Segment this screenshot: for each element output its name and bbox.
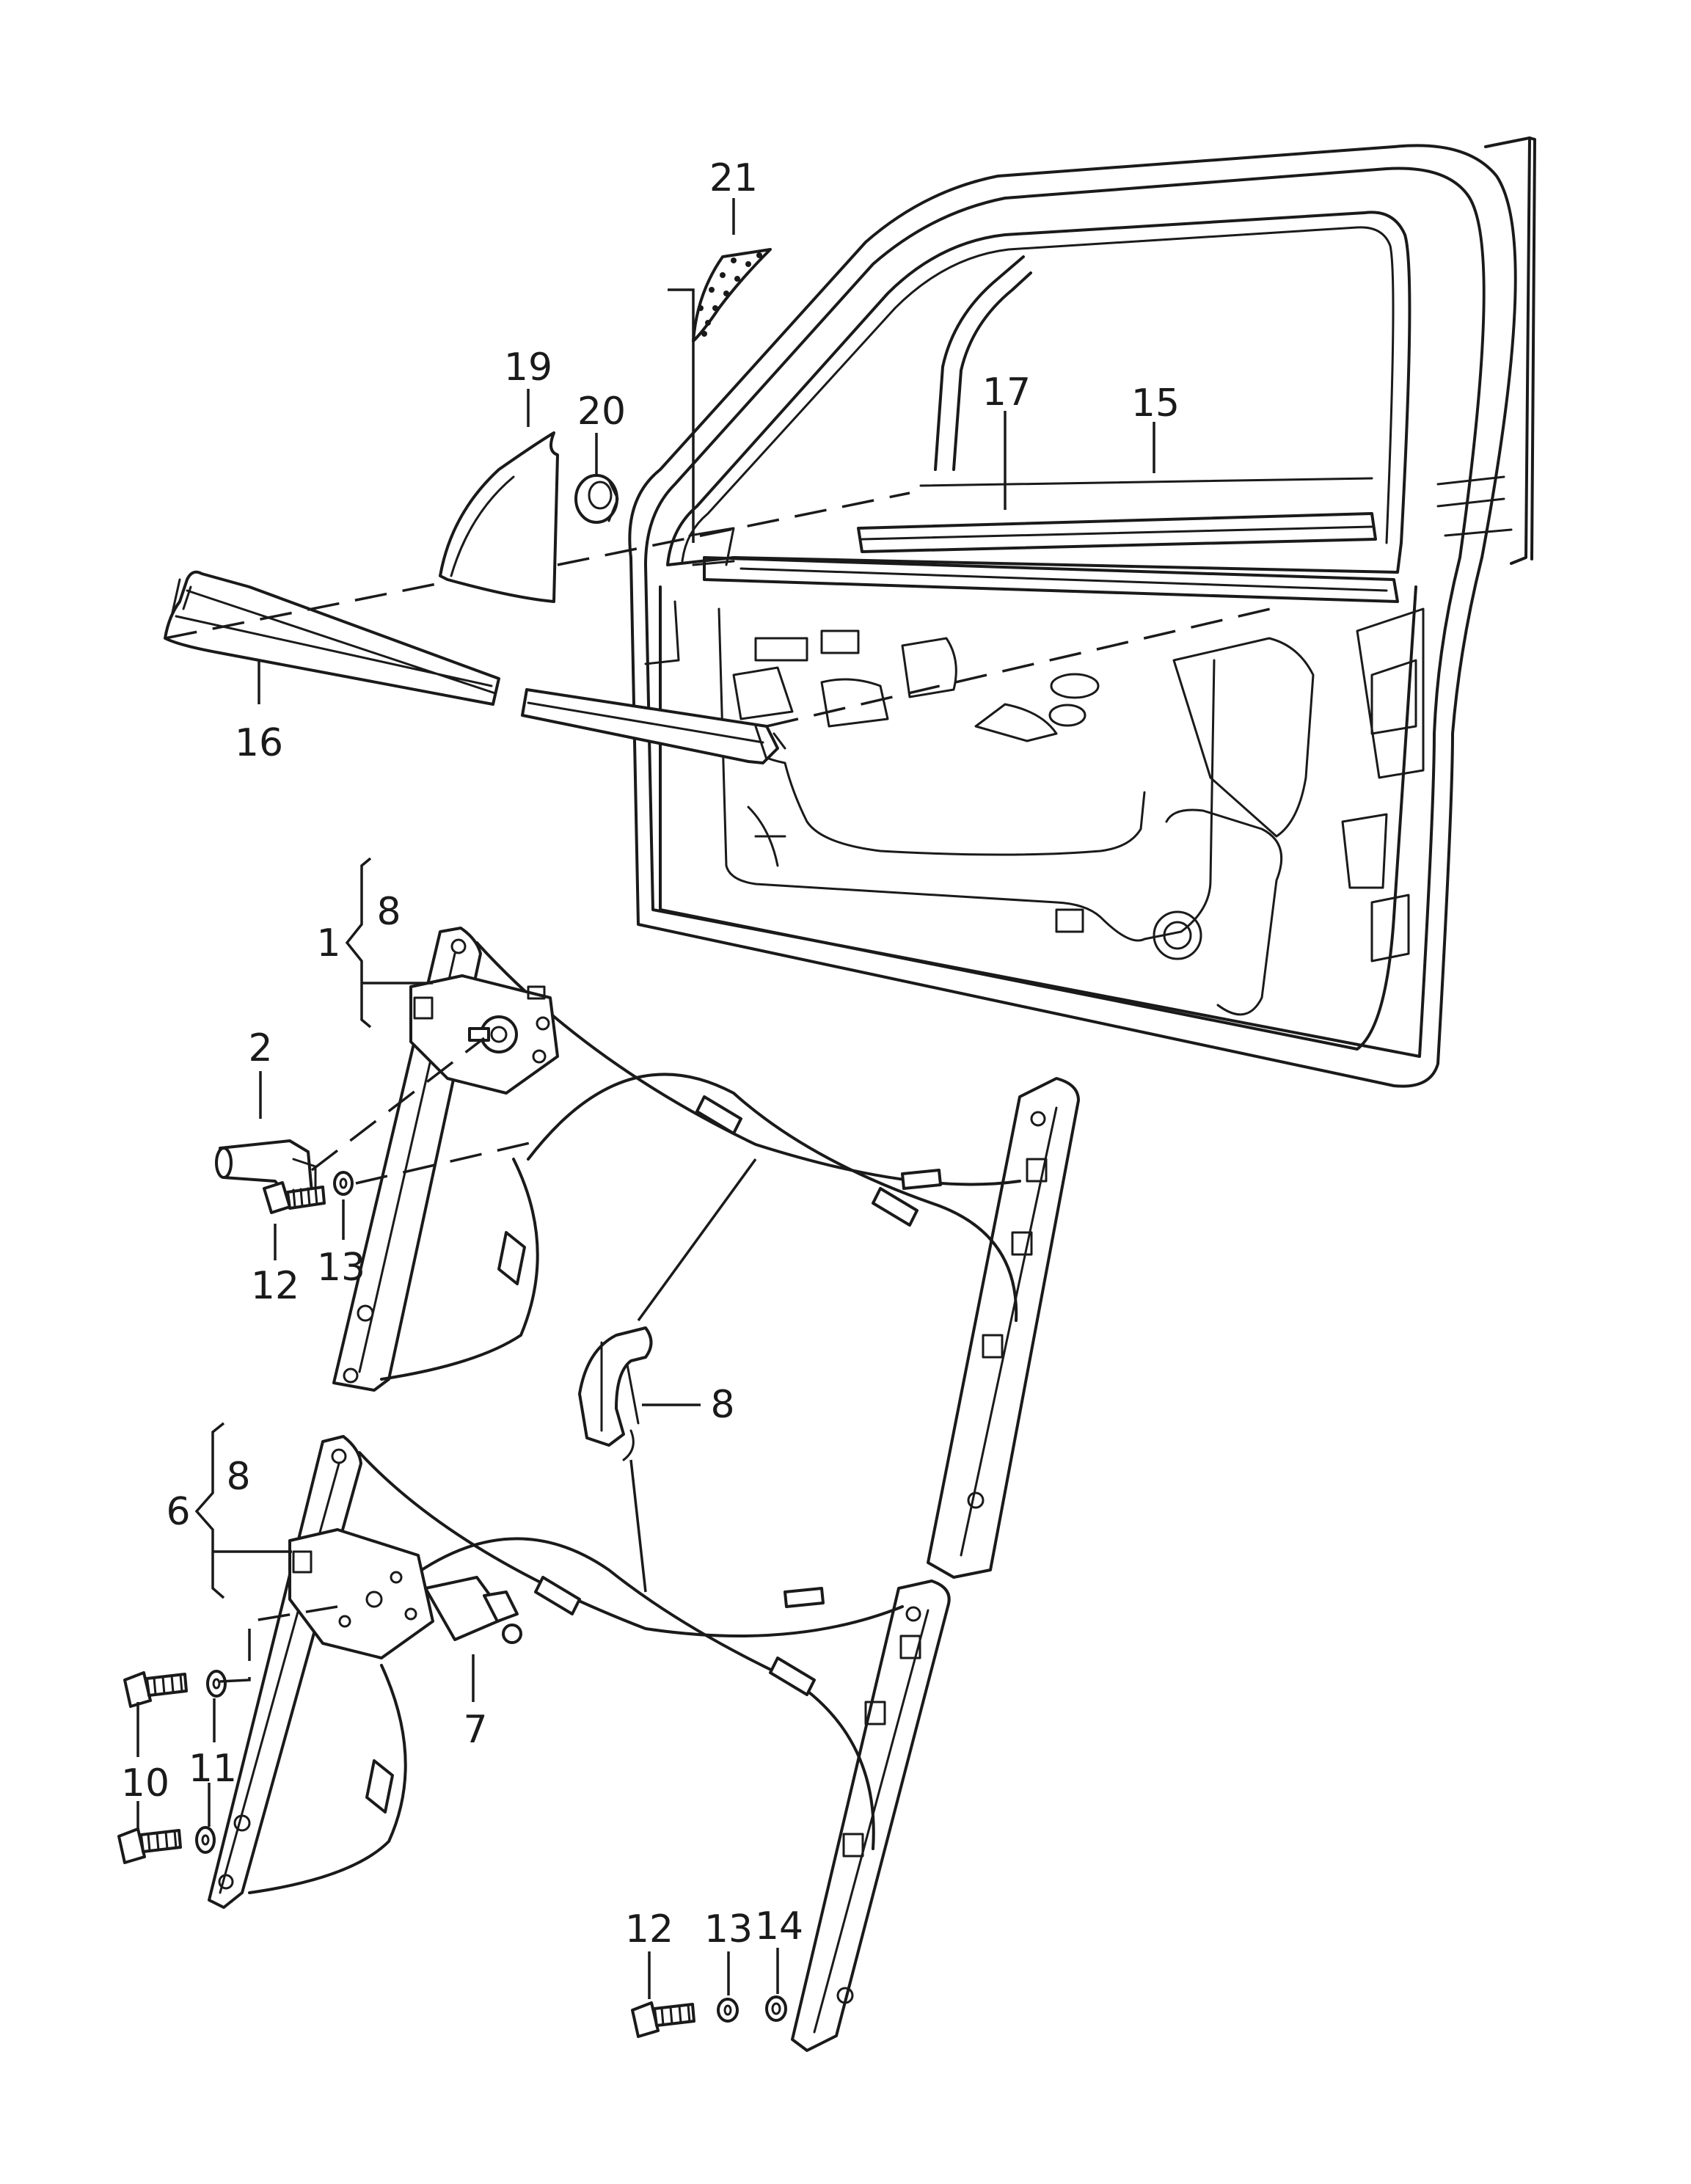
callout-2: 2 — [248, 1026, 272, 1070]
cable-clip-8 — [578, 1326, 653, 1461]
callout-13-bottom: 13 — [704, 1907, 753, 1951]
callout-7: 7 — [463, 1708, 487, 1752]
window-regulator-1 — [332, 927, 1080, 1579]
callout-20: 20 — [577, 390, 626, 434]
fasteners — [117, 1139, 787, 2038]
window-seals — [857, 477, 1377, 553]
foam-pad-21 — [692, 248, 772, 343]
grommet-20 — [574, 474, 619, 524]
callout-21: 21 — [709, 156, 758, 200]
callout-8-bottom: 8 — [226, 1455, 250, 1499]
callout-labels: 21 19 20 17 15 16 1 8 2 12 13 8 6 8 7 10… — [121, 156, 1180, 1951]
callout-17: 17 — [982, 370, 1031, 414]
callout-10: 10 — [121, 1761, 169, 1805]
sill-seal — [164, 570, 786, 764]
callout-12-top: 12 — [251, 1264, 299, 1308]
window-regulator-6 — [208, 1435, 951, 2052]
callout-6: 6 — [166, 1490, 190, 1534]
callout-1: 1 — [316, 921, 340, 965]
mirror-triangle-19 — [439, 431, 559, 603]
callout-14: 14 — [755, 1904, 803, 1949]
door-shell — [628, 136, 1536, 1088]
callout-19: 19 — [504, 346, 552, 390]
assembly-lines — [164, 492, 1277, 1683]
callout-16: 16 — [235, 721, 283, 765]
callout-8-top: 8 — [376, 890, 401, 934]
callout-8-mid: 8 — [710, 1383, 734, 1427]
leader-lines — [136, 198, 1155, 1999]
callout-13-top: 13 — [317, 1246, 365, 1290]
callout-12-bottom: 12 — [625, 1907, 673, 1951]
callout-15: 15 — [1131, 381, 1180, 426]
callout-11: 11 — [189, 1747, 237, 1791]
